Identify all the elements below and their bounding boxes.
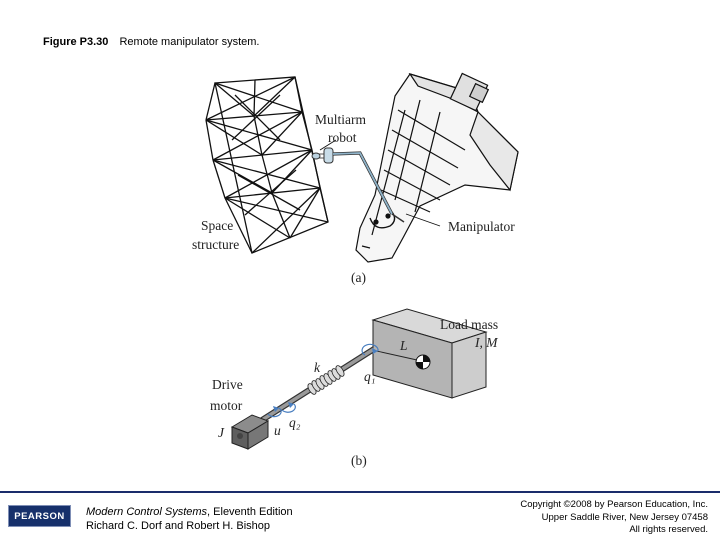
load-angle-label: q₁ xyxy=(364,369,375,384)
inertia-mass-label: I, M xyxy=(474,335,498,350)
torsion-spring xyxy=(307,365,345,395)
length-label: L xyxy=(399,338,408,353)
remote-manipulator-figure: Multiarm robot Space structure Manipulat… xyxy=(192,72,519,468)
book-authors: Richard C. Dorf and Robert H. Bishop xyxy=(86,520,271,532)
figure-title: Remote manipulator system. xyxy=(119,36,260,48)
length-line xyxy=(371,349,418,361)
copyright-notice: Copyright ©2008 by Pearson Education, In… xyxy=(520,499,708,537)
space-structure-label-1: Space xyxy=(201,218,233,233)
motor-inertia-label: J xyxy=(218,425,225,440)
drive-motor-label-1: Drive xyxy=(212,377,243,392)
book-credit: Modern Control Systems, Eleventh Edition… xyxy=(86,505,293,533)
copyright-line-1: Copyright ©2008 by Pearson Education, In… xyxy=(520,499,708,510)
copyright-line-2: Upper Saddle River, New Jersey 07458 xyxy=(541,511,708,523)
book-title-line: Modern Control Systems, Eleventh Edition xyxy=(86,505,293,519)
input-label: u xyxy=(274,423,281,438)
load-mass-label: Load mass xyxy=(440,317,498,332)
space-structure-truss xyxy=(205,76,329,254)
leader-lines xyxy=(319,139,441,227)
motor-angle-label: q₂ xyxy=(289,415,301,430)
figure-caption: Figure P3.30 Remote manipulator system. xyxy=(43,36,259,48)
figure-number: Figure P3.30 xyxy=(43,36,109,48)
center-of-mass-symbol xyxy=(415,354,431,370)
panel-b-label: (b) xyxy=(351,453,367,468)
drive-motor-label-2: motor xyxy=(210,398,243,413)
drive-motor xyxy=(230,414,270,450)
manipulator-label: Manipulator xyxy=(448,219,515,234)
multiarm-robot-arm xyxy=(311,147,405,223)
panel-a-label: (a) xyxy=(351,270,366,285)
book-title: Modern Control Systems xyxy=(86,506,208,518)
space-structure-label-2: structure xyxy=(192,237,239,252)
pearson-logo: PEARSON xyxy=(8,505,71,527)
space-shuttle xyxy=(355,72,519,263)
rotation-arrows xyxy=(267,343,379,418)
copyright-line-3: All rights reserved. xyxy=(629,524,708,535)
book-edition: , Eleventh Edition xyxy=(207,506,293,518)
footer-divider xyxy=(0,491,720,493)
multiarm-robot-label-2: robot xyxy=(328,130,357,145)
spring-constant-label: k xyxy=(314,360,321,375)
multiarm-robot-label-1: Multiarm xyxy=(315,112,366,127)
